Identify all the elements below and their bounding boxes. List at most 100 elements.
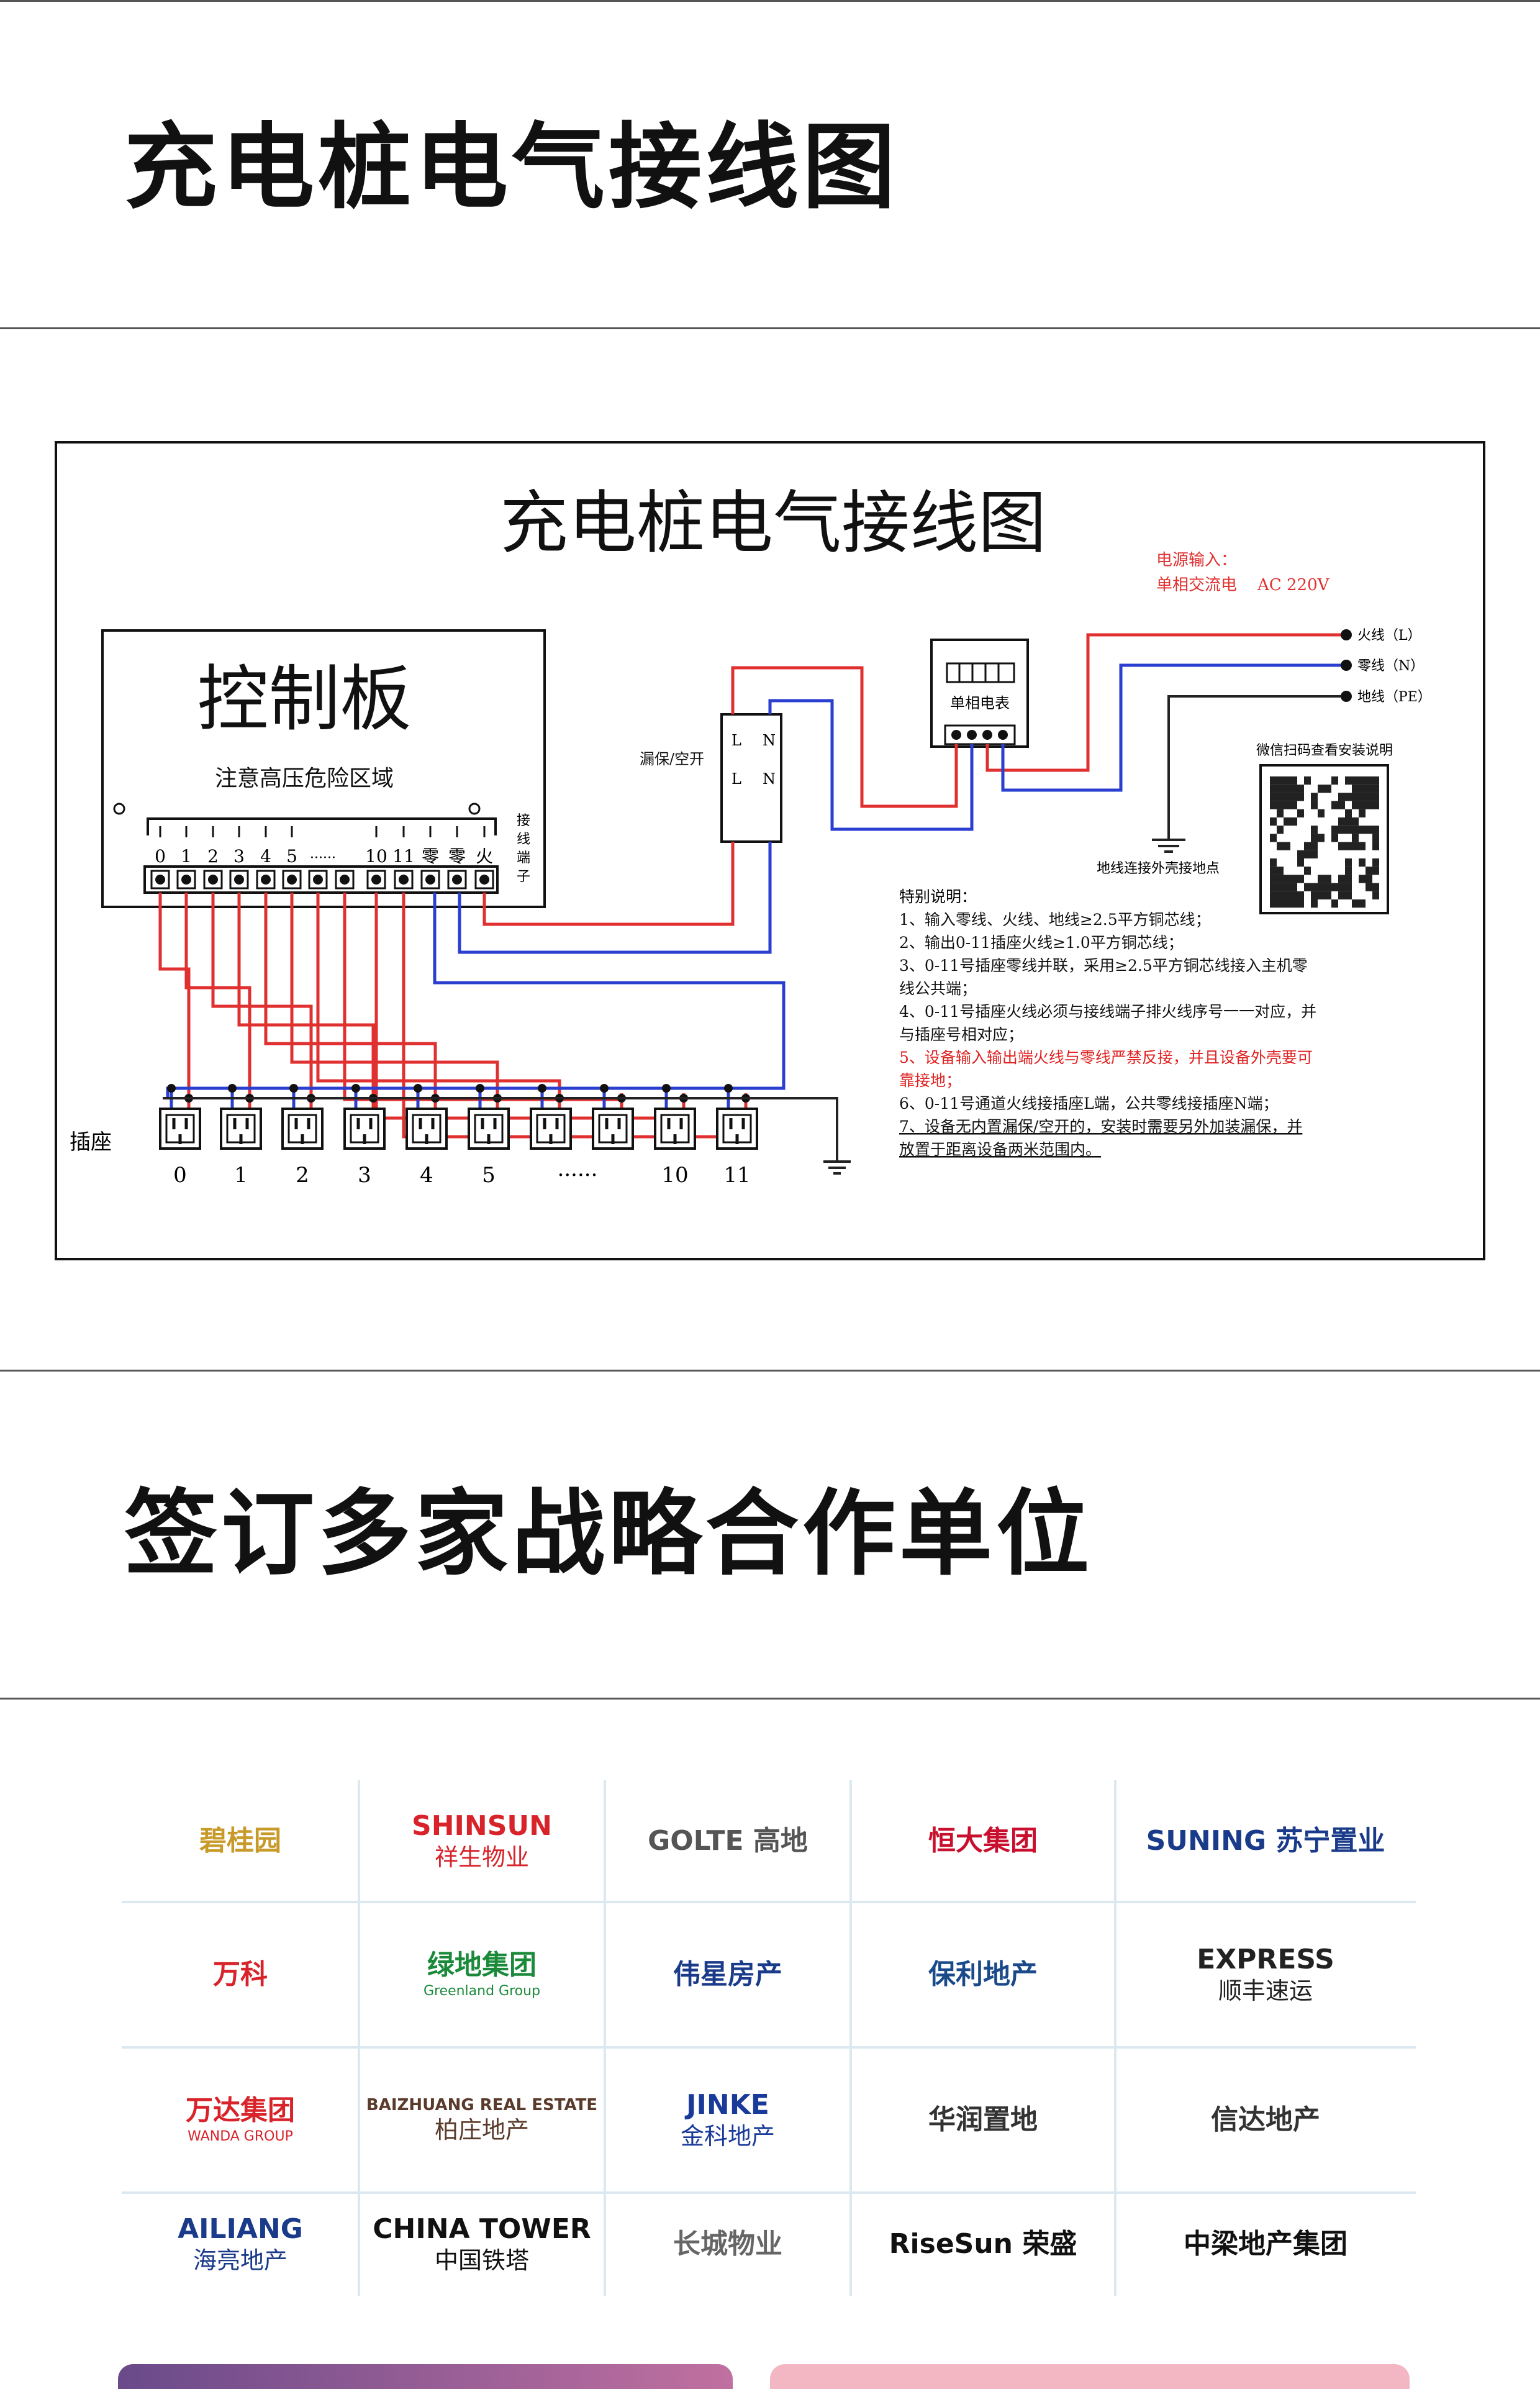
qr-cell [1372,785,1379,793]
qr-cell [1318,785,1325,793]
qr-cell [1366,867,1372,875]
power-input-label: 电源输入： [1156,551,1237,570]
breaker-pin: L [732,770,741,788]
qr-cell [1270,793,1277,801]
terminal-screw [287,875,297,885]
socket-label: 11 [723,1163,750,1188]
qr-cell [1331,834,1338,842]
partner-logo: 信达地产 [1115,2047,1416,2193]
note-line: 放置于距离设备两米范围内。 [899,1140,1101,1158]
note-line: 3、0-11号插座零线并联，采用≥2.5平方铜芯线接入主机零 [899,957,1308,975]
partner-name: CHINA TOWER [373,2213,591,2245]
top-divider [0,0,1540,2]
meter-breaker-live [731,666,958,808]
breaker [720,713,782,843]
qr-cell [1270,858,1277,867]
socket-label: 10 [661,1163,688,1188]
qr-cell [1338,817,1345,826]
note-line: 5、设备输入输出端火线与零线严禁反接，并且设备外壳要可 [899,1049,1313,1067]
qr-cell [1270,776,1277,785]
partner-name: 信达地产 [1211,2103,1320,2136]
qr-cell [1270,834,1277,842]
terminal-screw [452,875,462,885]
qr-cell [1366,785,1372,793]
partner-name: 长城物业 [673,2227,782,2260]
terminal-screw [234,875,244,885]
socket-label: 1 [234,1163,248,1188]
partner-name: SUNING 苏宁置业 [1146,1824,1385,1857]
section-divider-3 [0,1698,1540,1700]
terminal-screw [181,875,191,885]
qr-cell [1318,883,1325,891]
qr-cell [1311,801,1318,809]
socket-label: 3 [358,1163,371,1188]
qr-cell [1297,891,1304,899]
terminal-screw-box [256,870,276,890]
qr-cell [1366,776,1372,785]
terminal-ticks [159,826,486,837]
qr-pattern [1270,776,1379,908]
banner-preview-left [118,2364,733,2389]
control-board-warning: 注意高压危险区域 [215,766,394,791]
terminal-label: 4 [260,846,271,867]
socket-label: 0 [173,1163,187,1188]
partner-subname: 顺丰速运 [1218,1977,1313,2005]
partner-name: BAIZHUANG REAL ESTATE [366,2095,598,2114]
qr-cell [1311,834,1318,842]
qr-cell [1297,793,1304,801]
terminal-screw [371,875,381,885]
terminal-side-char: 接 [517,813,530,829]
qr-cell [1318,875,1325,883]
partner-subname: 祥生物业 [434,1844,529,1872]
qr-cell [1277,842,1284,850]
qr-cell [1290,785,1297,793]
qr-cell [1352,842,1359,850]
terminal-side-char: 线 [517,832,530,847]
socket-label: 4 [420,1163,433,1188]
qr-cell [1352,801,1359,809]
qr-cell [1311,842,1318,850]
qr-cell [1297,899,1304,908]
qr-cell [1270,891,1277,899]
qr-cell [1338,883,1345,891]
notes-list: 1、输入零线、火线、地线≥2.5平方铜芯线；2、输出0-11插座火线≥1.0平方… [899,911,1316,1158]
qr-cell [1284,875,1290,883]
qr-cell [1277,826,1284,834]
neutral-input-wire [1001,663,1346,792]
partner-logo: 长城物业 [605,2193,851,2296]
line-label-live: 火线（L） [1357,628,1421,644]
qr-cell [1318,891,1325,899]
qr-cell [1345,891,1352,899]
qr-cell [1345,858,1352,867]
qr-cell [1345,867,1352,875]
qr-cell [1338,826,1345,834]
qr-cell [1284,801,1290,809]
partner-name: 万达集团 [186,2094,295,2126]
partner-name: 碧桂园 [199,1824,281,1857]
qr-cell [1372,801,1379,809]
section-divider-1 [0,327,1540,329]
qr-cell [1325,883,1331,891]
qr-cell [1359,785,1366,793]
terminal-screw [155,875,165,885]
qr-cell [1331,801,1338,809]
socket-live-wire [184,893,251,1093]
qr-cell [1277,785,1284,793]
meter-breaker-neutral [768,699,974,831]
terminal-screw-box [282,870,302,890]
qr-cell [1359,899,1366,908]
partner-name: 万科 [213,1958,268,1990]
terminal-label: 10 [365,846,387,867]
terminal-label: 零 [422,846,439,867]
partner-name: 伟星房产 [673,1958,782,1990]
terminal-label: ······ [310,850,336,866]
qr-cell [1338,875,1345,883]
qr-cell [1359,809,1366,817]
qr-cell [1331,883,1338,891]
terminal-screw [425,875,435,885]
qr-cell [1297,875,1304,883]
